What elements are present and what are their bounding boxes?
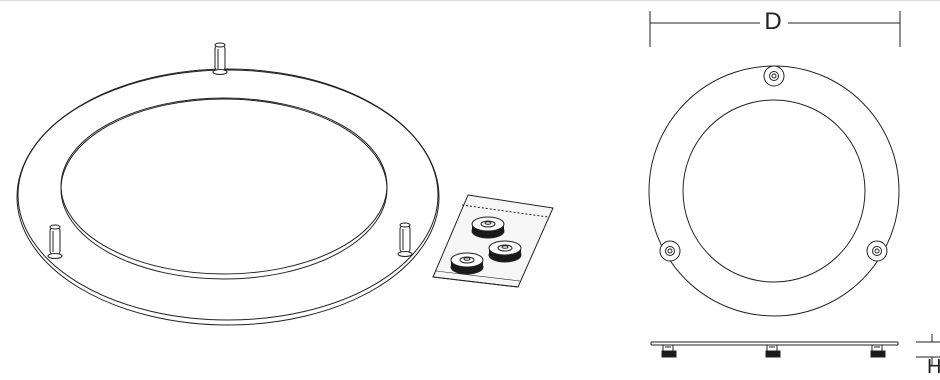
side-view-foot-center <box>765 344 781 358</box>
pin-left <box>47 224 63 259</box>
foot-1 <box>471 216 505 239</box>
diameter-dimension <box>649 11 901 47</box>
top-view-pin-right <box>866 240 888 262</box>
pin-right <box>397 222 413 257</box>
side-view-foot-right <box>870 344 886 358</box>
accessory-bag <box>432 194 554 288</box>
perspective-ring <box>16 68 440 326</box>
foot-2 <box>488 240 522 263</box>
top-view-pin-top <box>763 65 785 87</box>
side-view-foot-left <box>661 344 677 358</box>
diameter-label: D <box>764 8 782 35</box>
height-label: H <box>927 356 940 378</box>
top-view-pin-left <box>659 240 681 262</box>
top-view-ring <box>648 65 900 317</box>
foot-3 <box>450 252 484 275</box>
pin-top <box>212 42 228 75</box>
height-dimension <box>916 334 940 365</box>
